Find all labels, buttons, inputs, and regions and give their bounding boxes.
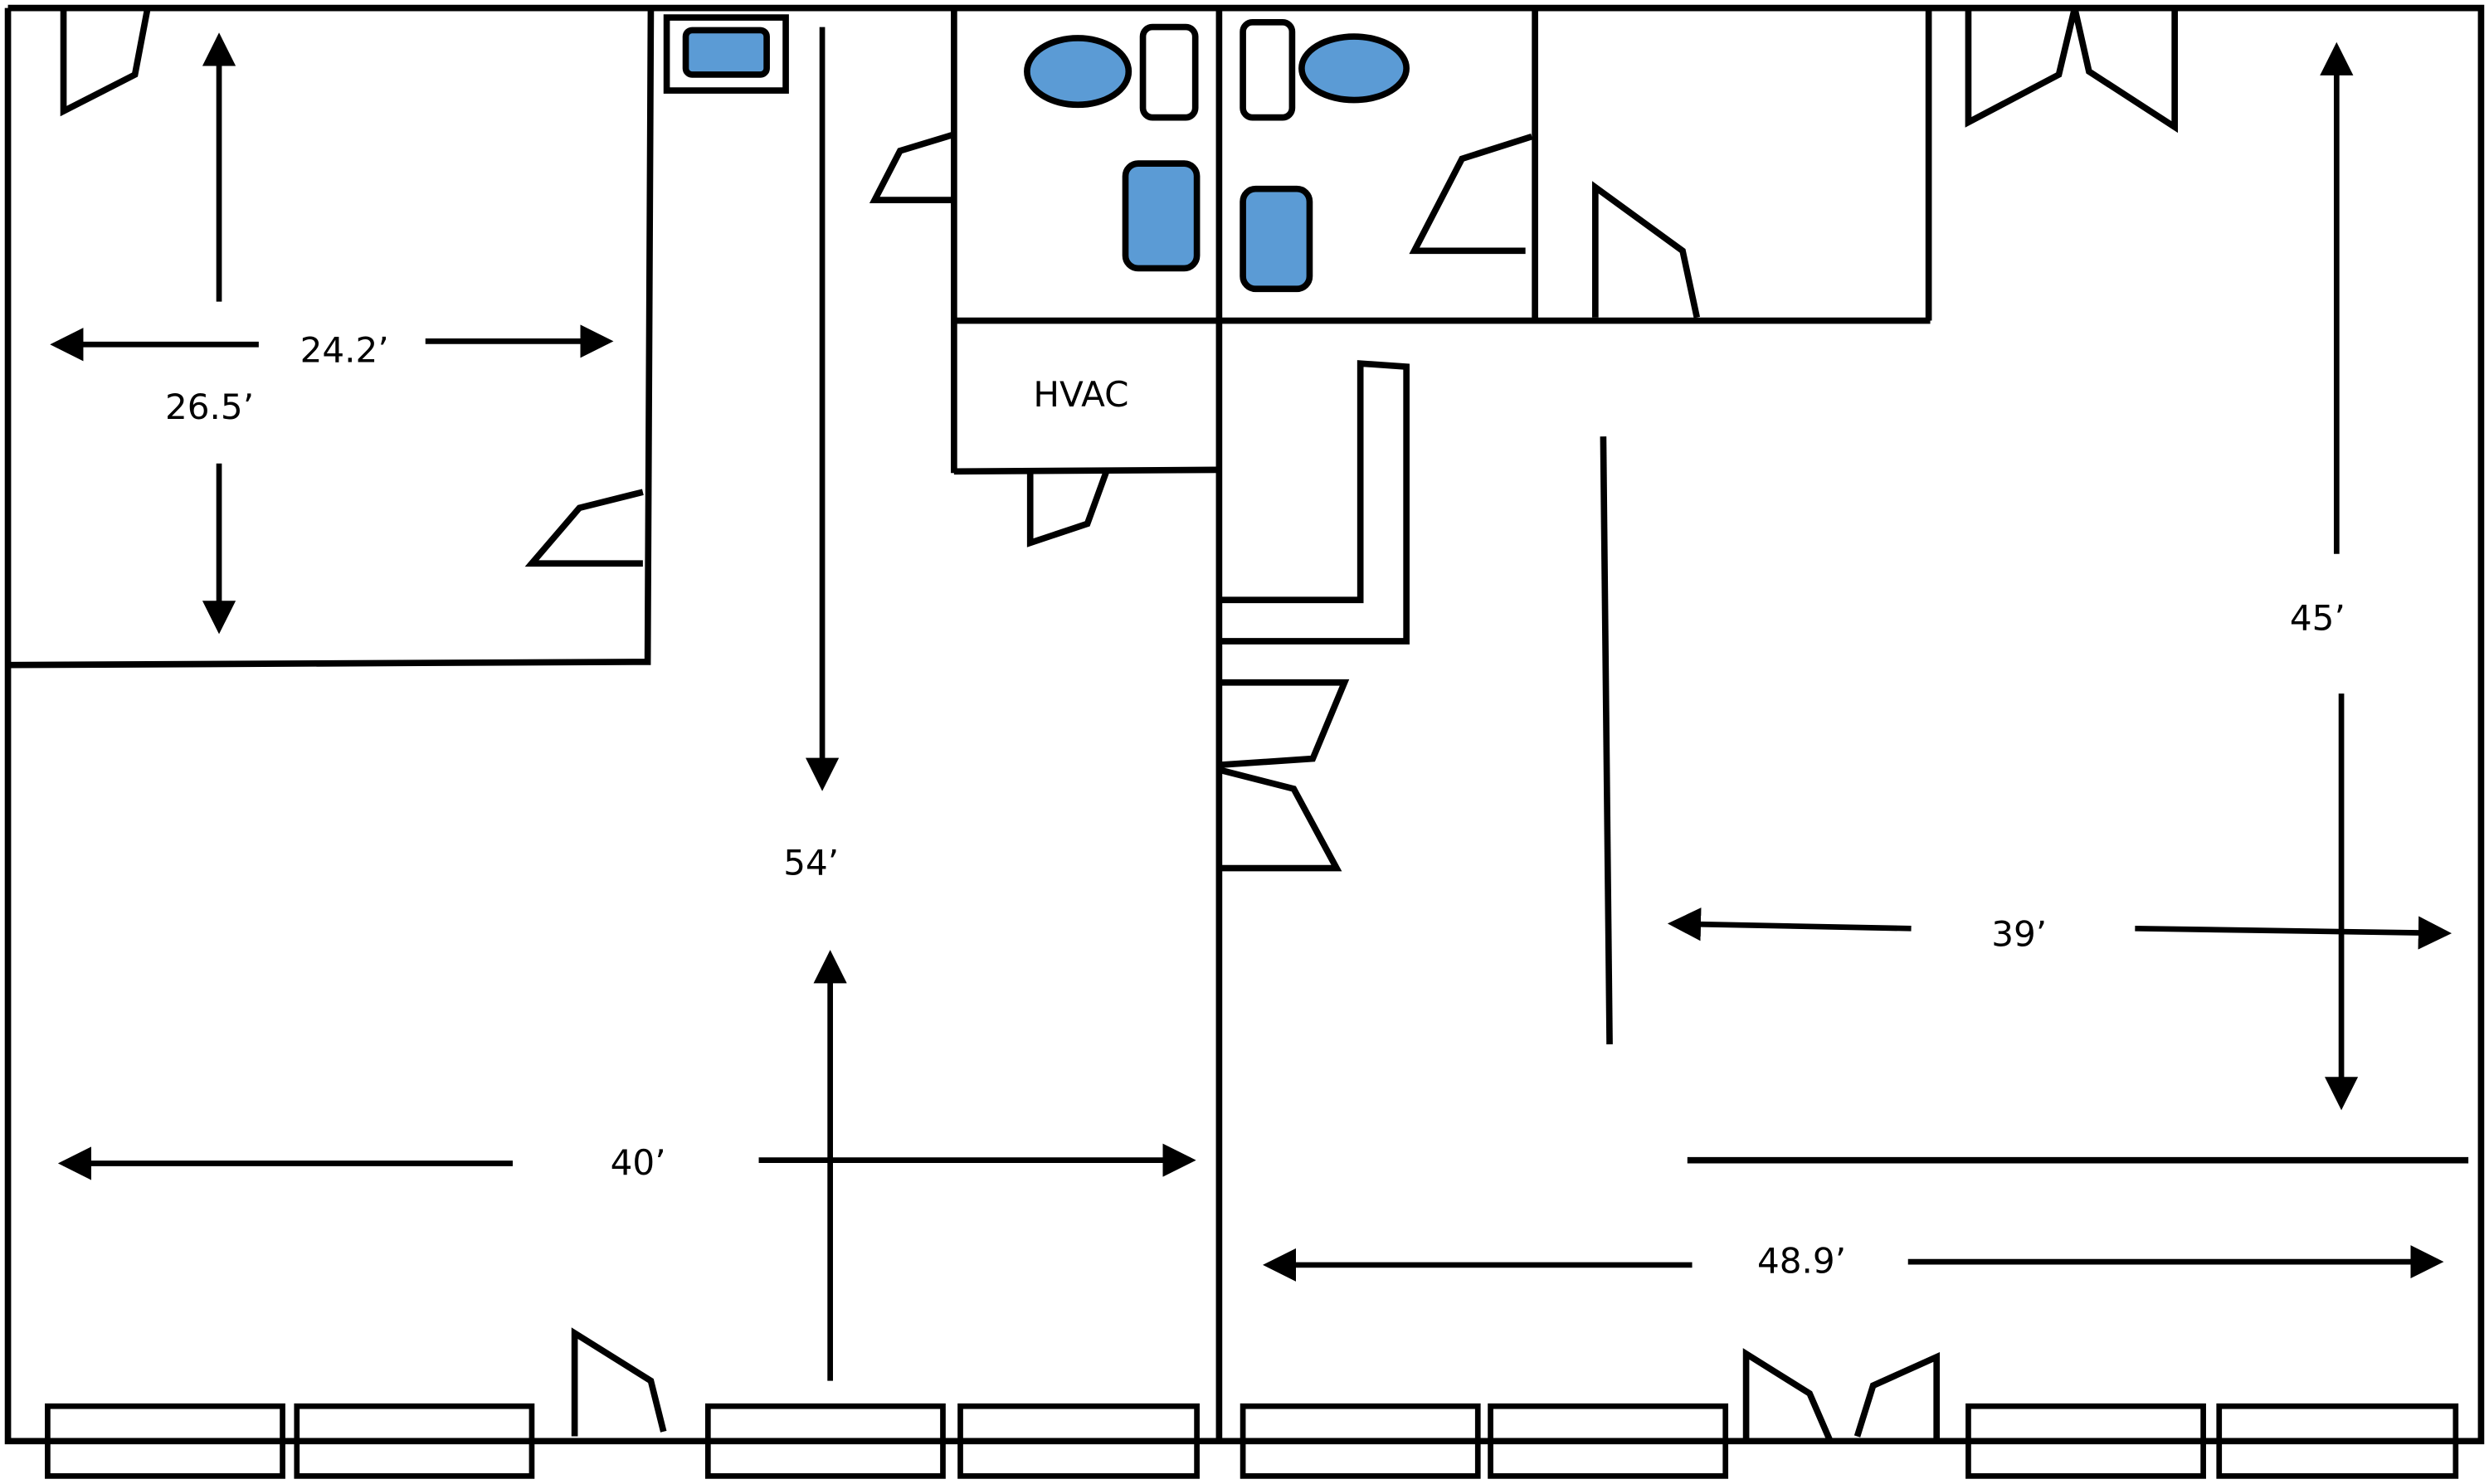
closet-wall	[1219, 360, 1410, 645]
toilet-bowl	[1298, 33, 1410, 104]
walls	[4, 4, 2485, 1445]
label-top-left-depth: 26.5’	[165, 387, 254, 427]
partition-wall	[1600, 436, 1613, 1045]
toilet-bowl	[1024, 35, 1132, 109]
label-right-room-depth: 45’	[2290, 598, 2345, 639]
door	[1853, 1351, 1941, 1442]
door	[869, 132, 954, 203]
doors	[60, 7, 2178, 1443]
sink	[682, 27, 770, 78]
door	[1592, 181, 1701, 319]
door	[1742, 1348, 1834, 1443]
door	[1409, 133, 1533, 255]
arrow-right-icon	[2135, 916, 2452, 950]
sink	[1240, 185, 1313, 293]
fixtures	[663, 14, 1410, 293]
door	[1218, 766, 1342, 872]
door	[1026, 470, 1110, 547]
label-top-left-width: 24.2’	[300, 329, 389, 370]
dimension-arrows	[50, 27, 2452, 1381]
door	[524, 489, 644, 567]
door	[2071, 7, 2178, 134]
wall-hvac-bottom	[953, 466, 1220, 475]
label-left-unit-width: 40’	[611, 1142, 666, 1183]
door	[1219, 679, 1350, 769]
wall-top-left-room	[7, 7, 655, 669]
sink	[1122, 160, 1201, 272]
label-hvac: HVAC	[1033, 374, 1128, 415]
toilet-tank	[1139, 23, 1199, 121]
label-right-room-width: 39’	[1991, 913, 2047, 954]
door	[60, 7, 151, 117]
arrow-left-icon	[1667, 907, 1912, 941]
label-right-unit-width: 48.9’	[1757, 1241, 1846, 1282]
door	[571, 1327, 667, 1437]
toilet-tank	[1240, 19, 1296, 121]
door	[1965, 7, 2078, 128]
exterior-wall	[4, 4, 2485, 1445]
label-left-unit-depth: 54’	[783, 842, 839, 883]
dimension-labels: 24.2’ 26.5’ 54’ 40’ HVAC 45’ 39’ 48.9’	[165, 329, 2345, 1281]
